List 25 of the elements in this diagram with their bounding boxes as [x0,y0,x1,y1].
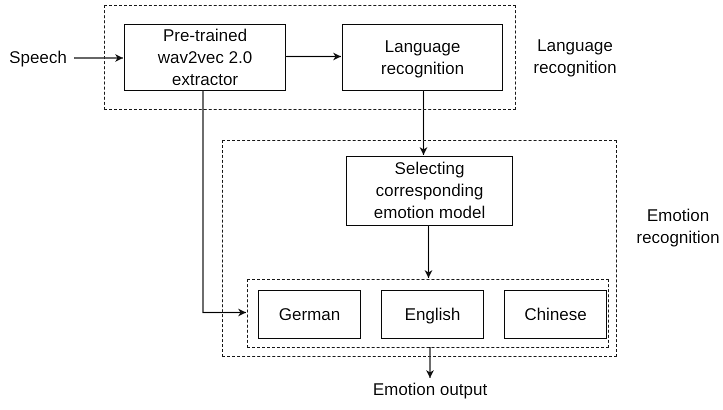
dashed-group-box [104,5,516,110]
process-box [124,24,286,91]
box-text: Language recognition [380,36,466,80]
process-box [381,290,484,339]
arrow [202,90,246,316]
text-label: Speech [2,46,74,70]
group-label: Language recognition [532,35,618,79]
process-box [258,290,361,339]
process-box [346,156,513,226]
arrow [74,54,123,62]
process-box [342,24,503,91]
group-label: Emotion recognition [635,205,721,249]
process-box [504,290,607,339]
arrow [420,90,428,155]
box-text: German [278,304,342,326]
arrow [285,52,341,60]
dashed-group-box [222,140,617,357]
dashed-group-box [247,279,609,348]
arrow [426,347,434,378]
box-text: Chinese [523,304,588,326]
arrow [424,225,432,278]
box-text: English [404,304,462,326]
box-text: Pre-trained wav2vec 2.0 extractor [156,24,254,90]
box-text: Selecting corresponding emotion model [372,158,486,224]
text-label: Emotion output [355,378,505,402]
